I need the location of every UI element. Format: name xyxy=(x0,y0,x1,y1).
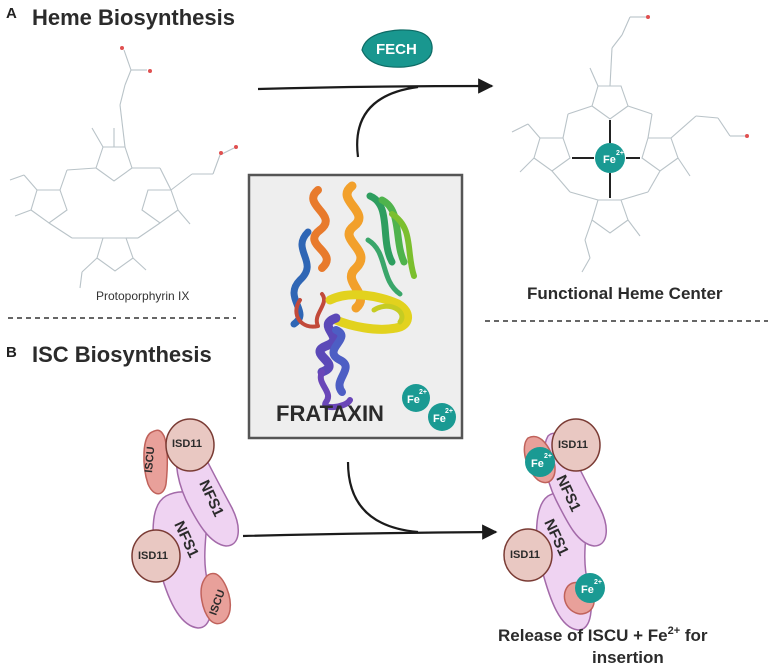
frataxin-to-isc-curve xyxy=(346,461,419,534)
panel-a-letter: A xyxy=(6,5,17,22)
heme-iron-ion: Fe 2+ xyxy=(595,143,625,173)
frataxin-iron-ion-2: Fe 2+ xyxy=(428,403,456,431)
heme-caption: Functional Heme Center xyxy=(527,284,723,303)
panel-b-header: B ISC Biosynthesis xyxy=(6,342,212,367)
iscu-label-left-top: ISCU xyxy=(143,446,157,473)
isc-iron-charge-bottom: 2+ xyxy=(594,579,602,586)
panel-b-letter: B xyxy=(6,344,17,361)
protoporphyrin-molecule xyxy=(9,46,238,289)
frataxin-label: FRATAXIN xyxy=(276,401,384,426)
isc-iron-ion-top: Fe 2+ xyxy=(525,447,555,477)
frataxin-iron-charge-2: 2+ xyxy=(445,408,453,415)
frataxin-to-heme-curve xyxy=(356,85,419,158)
heme-iron-symbol: Fe xyxy=(603,154,616,166)
frataxin-iron-charge-1: 2+ xyxy=(419,389,427,396)
panel-a-title: Heme Biosynthesis xyxy=(32,5,235,30)
isc-arrow xyxy=(242,524,498,540)
release-caption-after: for xyxy=(680,626,708,645)
fech-label: FECH xyxy=(376,41,417,58)
isd11-label-right-top: ISD11 xyxy=(558,439,588,451)
protoporphyrin-caption: Protoporphyrin IX xyxy=(96,289,189,303)
isc-complex-left xyxy=(131,418,239,629)
isc-iron-charge-top: 2+ xyxy=(544,453,552,460)
heme-arrow xyxy=(257,78,494,94)
panel-a-header: A Heme Biosynthesis xyxy=(6,5,235,30)
heme-molecule xyxy=(511,15,749,273)
release-caption-line-1: Release of ISCU + Fe2+ for xyxy=(498,625,708,645)
heme-iron-charge: 2+ xyxy=(616,150,624,157)
frataxin-iron-ion-1: Fe 2+ xyxy=(402,384,430,412)
release-caption-superscript: 2+ xyxy=(668,625,681,637)
isc-iron-symbol-bottom: Fe xyxy=(581,584,594,596)
release-caption-main: Release of ISCU + Fe xyxy=(498,626,668,645)
isd11-label-left-bottom: ISD11 xyxy=(138,550,168,562)
frataxin-iron-symbol-2: Fe xyxy=(433,413,446,425)
panel-b-title: ISC Biosynthesis xyxy=(32,342,212,367)
isd11-label-left-top: ISD11 xyxy=(172,438,202,450)
isd11-label-right-bottom: ISD11 xyxy=(510,549,540,561)
isc-iron-symbol-top: Fe xyxy=(531,458,544,470)
isc-iron-ion-bottom: Fe 2+ xyxy=(575,573,605,603)
frataxin-ribbon xyxy=(290,181,417,410)
release-caption-line-2: insertion xyxy=(592,648,664,665)
frataxin-iron-symbol-1: Fe xyxy=(407,394,420,406)
fech-enzyme: FECH xyxy=(361,29,433,68)
